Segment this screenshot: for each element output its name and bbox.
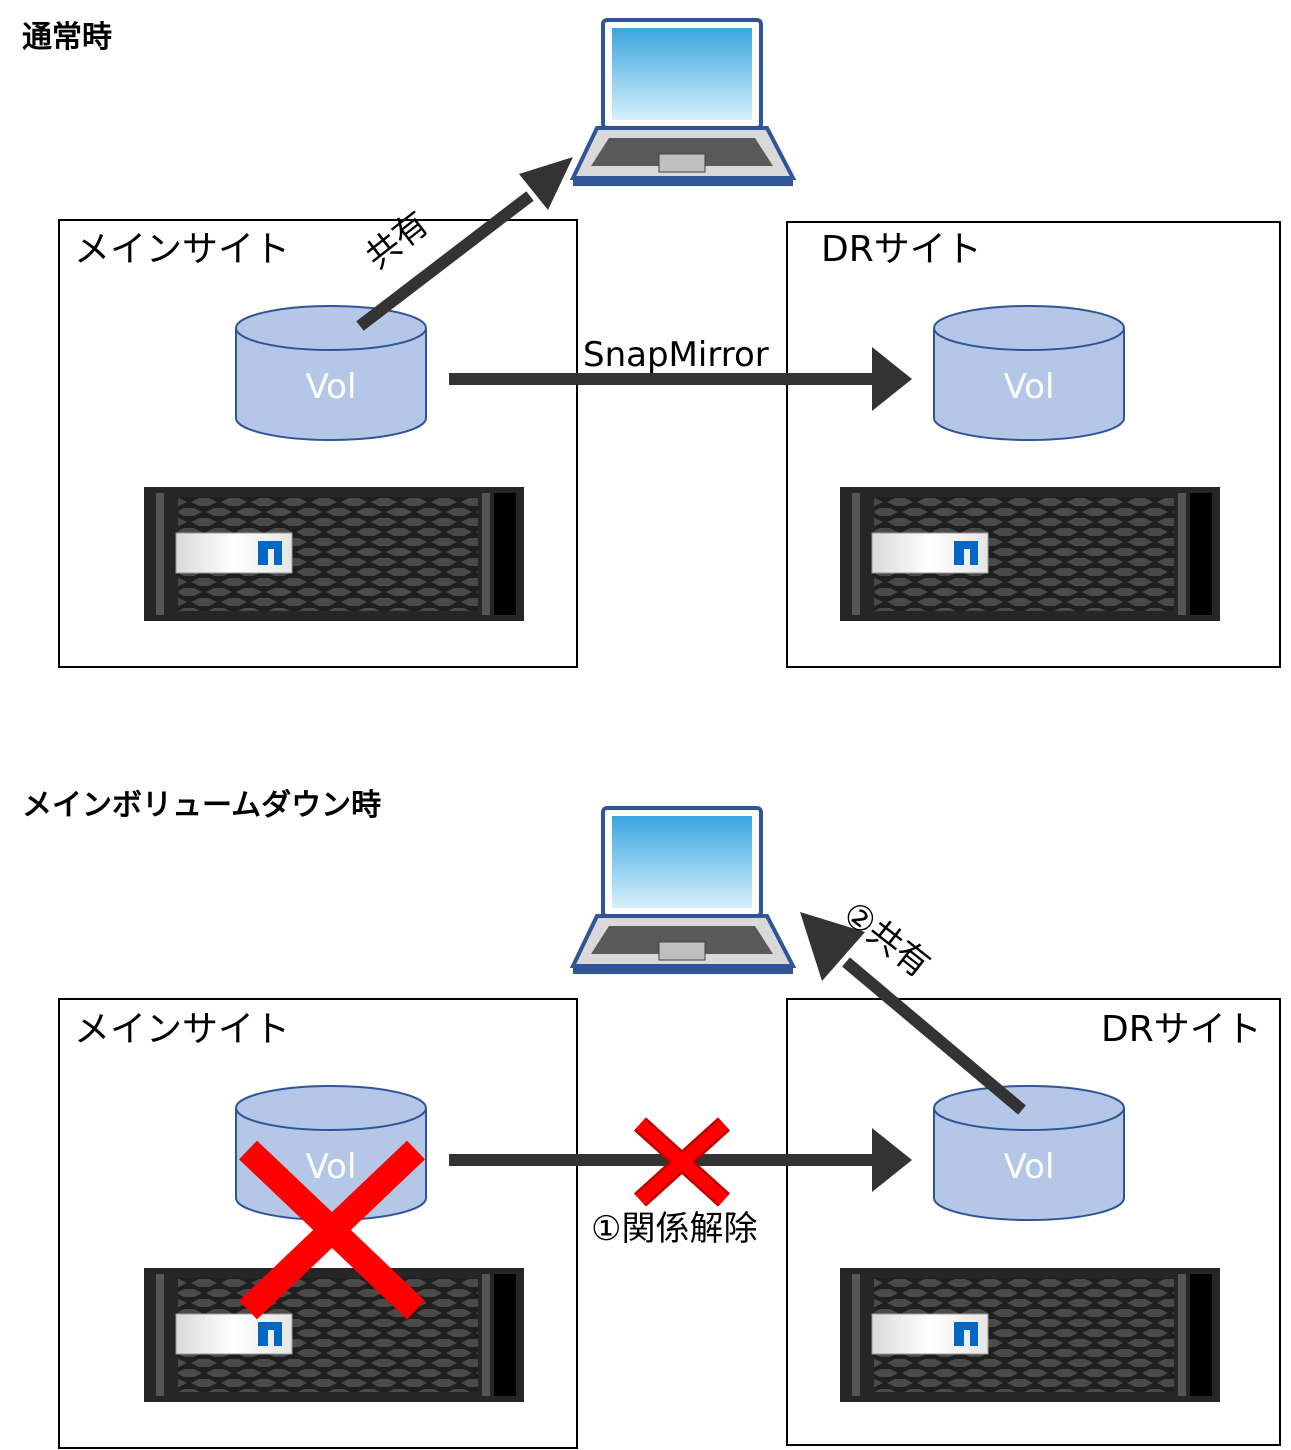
break-relationship-label: ①関係解除	[591, 1209, 758, 1249]
main-site-label: メインサイト	[74, 229, 291, 270]
volume-label: Vol	[305, 367, 357, 407]
laptop-icon	[571, 806, 795, 976]
replication-label: SnapMirror	[583, 335, 769, 375]
dr-site-box	[786, 998, 1281, 1446]
share-arrow	[800, 912, 1026, 1115]
replication-arrow	[449, 1128, 912, 1192]
storage-array-icon	[839, 486, 1221, 622]
storage-array-icon	[143, 486, 525, 622]
dr-site-label: DRサイト	[1101, 1009, 1262, 1050]
failure-x-icon	[239, 1140, 425, 1320]
scenario-title: 通常時	[22, 20, 112, 55]
storage-array-icon	[143, 1267, 525, 1403]
storage-array-icon	[839, 1267, 1221, 1403]
share-arrow	[356, 157, 573, 331]
volume-label: Vol	[1003, 1147, 1055, 1187]
laptop-icon	[571, 18, 795, 188]
volume-label: Vol	[305, 1147, 357, 1187]
main-site-box	[58, 219, 578, 668]
dr-site-box	[786, 221, 1281, 668]
failure-x-icon	[633, 1117, 731, 1207]
snapmirror-arrow	[449, 347, 912, 411]
scenario-title: メインボリュームダウン時	[22, 788, 382, 823]
dr-site-label: DRサイト	[821, 229, 982, 270]
volume-label: Vol	[1003, 367, 1055, 407]
main-site-label: メインサイト	[74, 1009, 291, 1050]
main-site-box	[58, 998, 578, 1449]
